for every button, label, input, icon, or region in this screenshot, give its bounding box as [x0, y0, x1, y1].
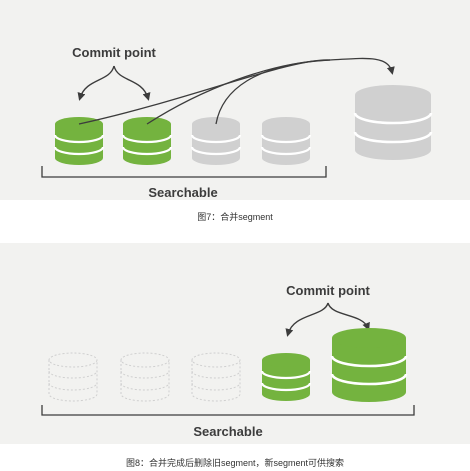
figure-7-panel: Commit point	[0, 0, 470, 200]
commit-arrow-left	[285, 302, 329, 337]
merge-arrow	[329, 57, 395, 75]
committed-segment-2	[121, 117, 173, 165]
merge-curve-3	[215, 59, 331, 125]
commit-arrow-right	[113, 65, 151, 101]
merge-curve-1	[78, 59, 331, 125]
new-merged-segment	[330, 328, 408, 402]
committed-segment-1	[53, 117, 105, 165]
searchable-bracket	[41, 405, 415, 416]
merge-diagram: Commit point	[41, 45, 433, 200]
committed-segment	[260, 353, 312, 401]
searchable-label: Searchable	[148, 185, 217, 200]
deleted-segment-2	[120, 352, 170, 402]
commit-point-label: Commit point	[286, 283, 370, 298]
post-merge-diagram: Commit point	[41, 283, 415, 439]
searchable-bracket	[41, 166, 327, 178]
merge-curve-2	[146, 59, 331, 125]
figure-8-caption: 图8：合并完成后删除旧segment，新segment可供搜索	[125, 458, 345, 468]
figure-8-panel: Commit point	[0, 243, 470, 444]
searchable-label: Searchable	[193, 424, 262, 439]
figure-7-caption: 图7：合并segment	[197, 212, 273, 222]
uncommitted-segment-3	[190, 117, 242, 165]
commit-arrow-left	[77, 65, 115, 101]
merged-segment	[353, 85, 433, 160]
deleted-segment-3	[191, 352, 241, 402]
commit-arrow-right	[327, 302, 370, 331]
deleted-segment-1	[48, 352, 98, 402]
commit-point-label: Commit point	[72, 45, 156, 60]
uncommitted-segment-4	[260, 117, 312, 165]
